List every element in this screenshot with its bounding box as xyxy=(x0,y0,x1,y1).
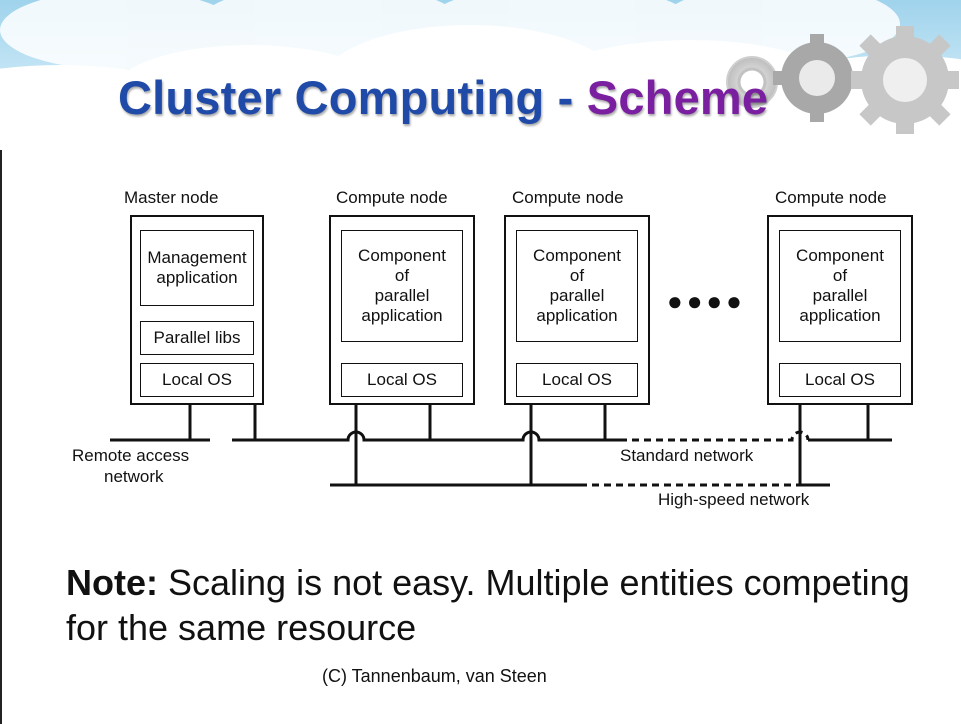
master-node: Management application Parallel libs Loc… xyxy=(130,215,264,405)
note-text: Scaling is not easy. Multiple entities c… xyxy=(66,562,910,648)
app-label: of xyxy=(832,266,848,285)
app-label: application xyxy=(799,306,881,325)
parallel-app-box-3: Component of parallel application xyxy=(779,230,901,342)
local-os-box-1: Local OS xyxy=(341,363,463,397)
remote-access-label-2: network xyxy=(104,467,164,486)
compute-node-2-title: Compute node xyxy=(512,188,624,207)
gear-icon-medium xyxy=(773,34,861,122)
cluster-diagram: Master node Management application Paral… xyxy=(60,185,920,515)
app-label: Component xyxy=(796,246,884,265)
management-label-2: application xyxy=(156,268,238,287)
local-os-label: Local OS xyxy=(542,370,612,389)
title-main: Cluster Computing xyxy=(118,71,545,124)
local-os-label: Local OS xyxy=(805,370,875,389)
gear-icon-large xyxy=(851,26,959,134)
app-label: Component xyxy=(533,246,621,265)
slide-note: Note: Scaling is not easy. Multiple enti… xyxy=(66,560,926,650)
app-label: of xyxy=(569,266,585,285)
source-credit: (C) Tannenbaum, van Steen xyxy=(322,666,547,686)
cloud-illustration xyxy=(0,0,961,150)
high-speed-network-label: High-speed network xyxy=(658,490,810,509)
network-lines xyxy=(110,405,892,487)
standard-network-label: Standard network xyxy=(620,446,754,465)
app-label: application xyxy=(536,306,618,325)
parallel-libs-box: Parallel libs xyxy=(140,321,254,355)
compute-node-3: Component of parallel application Local … xyxy=(767,215,913,405)
management-label-1: Management xyxy=(147,248,247,267)
parallel-app-box-1: Component of parallel application xyxy=(341,230,463,342)
title-accent: Scheme xyxy=(586,71,769,124)
remote-access-network-label: Remote access network xyxy=(72,445,189,487)
app-label: parallel xyxy=(374,286,430,305)
more-nodes-ellipsis: ●●●● xyxy=(667,286,746,316)
app-label: of xyxy=(394,266,410,285)
compute-node-3-title: Compute node xyxy=(775,188,887,207)
slide-title: Cluster Computing - Scheme xyxy=(118,70,768,125)
app-label: parallel xyxy=(812,286,868,305)
local-os-box-3: Local OS xyxy=(779,363,901,397)
master-node-title: Master node xyxy=(124,188,219,207)
gear-icon-small xyxy=(726,56,778,108)
standard-network-line xyxy=(232,430,620,442)
app-label: Component xyxy=(358,246,446,265)
app-label: parallel xyxy=(549,286,605,305)
local-os-box-2: Local OS xyxy=(516,363,638,397)
master-local-os-label: Local OS xyxy=(162,370,232,389)
compute-node-2: Component of parallel application Local … xyxy=(504,215,650,405)
parallel-libs-label: Parallel libs xyxy=(153,328,241,347)
slide-frame-left xyxy=(0,0,2,724)
header-cloud-banner xyxy=(0,0,961,150)
app-label: application xyxy=(361,306,443,325)
title-separator: - xyxy=(557,71,574,124)
standard-network-dashed xyxy=(620,430,810,442)
remote-access-label-1: Remote access xyxy=(72,446,190,465)
parallel-app-box-2: Component of parallel application xyxy=(516,230,638,342)
management-application-box: Management application xyxy=(140,230,254,306)
master-local-os-box: Local OS xyxy=(140,363,254,397)
note-label: Note: xyxy=(66,562,158,603)
local-os-label: Local OS xyxy=(367,370,437,389)
compute-node-1: Component of parallel application Local … xyxy=(329,215,475,405)
compute-node-1-title: Compute node xyxy=(336,188,448,207)
